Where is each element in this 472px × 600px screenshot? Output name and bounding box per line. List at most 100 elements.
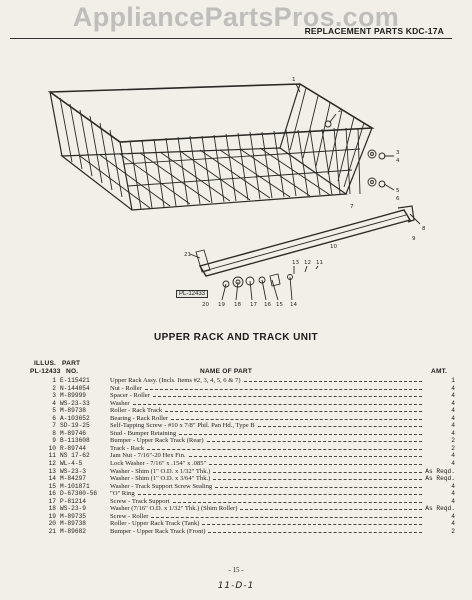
callout-21: 21 <box>184 252 191 258</box>
table-row: 14 M-84297 Washer - Shim (1" O.D. x 3/64" … <box>40 475 455 483</box>
part-amount: 4 <box>451 512 455 520</box>
part-amount: 2 <box>451 437 455 445</box>
part-name-cell: Bumper - Upper Rack Track (Front) <box>110 528 425 536</box>
part-name: Upper Rack Assy. (Incls. Items #2, 3, 4,… <box>110 377 241 384</box>
leader-dashes <box>179 433 422 435</box>
table-row: 12 WL-4-5 Lock Washer - 7/16" x .154" x .0… <box>40 460 455 468</box>
illus-number: 12 <box>48 460 56 468</box>
illus-number: 21 <box>48 527 56 535</box>
leader-dashes <box>165 411 422 413</box>
part-number: M-89682 <box>60 527 86 535</box>
part-name-cell: Upper Rack Assy. (Incls. Items #2, 3, 4,… <box>110 377 425 385</box>
illustration-reference: PL-12433 <box>176 290 209 298</box>
part-name: Roller - Upper Rack Track (Tank) <box>110 520 200 528</box>
watermark: AppliancePartsPros.com <box>72 2 400 32</box>
part-amount: As Reqd. <box>425 467 455 475</box>
part-number: M-101871 <box>60 482 90 490</box>
part-amount: 4 <box>451 482 455 490</box>
page-header: REPLACEMENT PARTS KDC-17A <box>304 26 444 36</box>
part-name-cell: Screw - Track Support <box>110 498 425 506</box>
part-amount: 4 <box>451 399 455 407</box>
illus-number: 4 <box>52 399 56 407</box>
part-name-cell: "O" Ring <box>110 490 425 498</box>
part-name-cell: Lock Washer - 7/16" x .154" x .085" <box>110 460 425 468</box>
callout-20: 20 <box>202 302 209 308</box>
part-name-cell: Washer <box>110 400 425 408</box>
part-amount: 4 <box>451 407 455 415</box>
page-number: - 15 - <box>228 566 244 574</box>
part-name: Nut - Roller <box>110 384 142 392</box>
leader-dashes <box>215 486 422 488</box>
part-number: M-84297 <box>60 475 86 483</box>
leader-dashes <box>209 464 422 466</box>
part-name: Washer - Shim (1" O.D. x 3/64" Thk.) <box>110 475 211 483</box>
illus-number: 2 <box>52 384 56 392</box>
col-illus-bottom: PL-12433 <box>30 368 61 375</box>
part-name: "O" Ring <box>110 490 135 498</box>
illus-number: 13 <box>48 467 56 475</box>
part-name: Lock Washer - 7/16" x .154" x .085" <box>110 460 207 468</box>
part-name: Track - Rack <box>110 444 145 452</box>
callout-1: 1 <box>292 77 296 83</box>
callout-9: 9 <box>412 236 416 242</box>
part-number: D-67300-56 <box>60 490 98 498</box>
leader-dashes <box>257 426 422 428</box>
part-amount: 4 <box>451 392 455 400</box>
part-name-cell: Track - Rack <box>110 445 425 453</box>
part-name-cell: Screw - Roller <box>110 513 425 521</box>
part-name-cell: Washer - Track Support Screw Sealing <box>110 483 425 491</box>
leader-dashes <box>213 479 422 481</box>
callout-19: 19 <box>218 302 225 308</box>
part-amount: As Reqd. <box>425 475 455 483</box>
upper-rack-illustration: 1 2 3 4 5 6 7 8 9 10 11 12 13 14 15 16 1… <box>47 77 426 308</box>
leader-dashes <box>152 396 422 398</box>
leader-dashes <box>208 531 422 533</box>
part-number: N-144054 <box>60 384 90 392</box>
leader-dashes <box>147 448 422 450</box>
illus-number: 8 <box>52 429 56 437</box>
part-name: Washer (7/16" O.D. x 1/32" Thk.) (Shim R… <box>110 505 238 513</box>
part-name: Screw - Roller <box>110 512 149 520</box>
callout-13: 13 <box>292 260 299 266</box>
part-name: Bumper - Upper Rack Track (Front) <box>110 527 206 535</box>
part-name-cell: Bumper - Upper Rack Track (Rear) <box>110 437 425 445</box>
part-number: E-115421 <box>60 377 90 384</box>
part-number: WL-4-5 <box>60 460 83 468</box>
part-amount: 2 <box>451 444 455 452</box>
part-name-cell: Washer (7/16" O.D. x 1/32" Thk.) (Shim R… <box>110 505 425 513</box>
callout-7: 7 <box>350 204 354 210</box>
part-number: B-113608 <box>60 437 90 445</box>
leader-dashes <box>144 388 422 390</box>
part-name-cell: Roller - Rack Track <box>110 407 425 415</box>
part-amount: 4 <box>451 422 455 430</box>
illus-number: 9 <box>52 437 56 445</box>
table-row: 9 B-113608 Bumper - Upper Rack Track (Rear… <box>40 437 455 445</box>
illus-number: 14 <box>48 475 56 483</box>
part-amount: 1 <box>451 377 455 384</box>
callout-14: 14 <box>290 302 297 308</box>
illus-number: 19 <box>48 512 56 520</box>
table-row: 1 E-115421 Upper Rack Assy. (Incls. Items … <box>40 377 455 385</box>
illus-number: 1 <box>52 377 56 384</box>
leader-dashes <box>243 381 422 382</box>
part-amount: 4 <box>451 414 455 422</box>
callout-5: 5 <box>396 188 400 194</box>
part-name: Jam Nut - 7/16"-20 Hex Fin. <box>110 452 186 460</box>
part-name-cell: Nut - Roller <box>110 385 425 393</box>
callout-15: 15 <box>276 302 283 308</box>
part-number: WS-23-33 <box>60 399 90 407</box>
part-amount: 4 <box>451 460 455 468</box>
part-name-cell: Self-Tapping Screw - #10 x 7/8" Phil. Pa… <box>110 422 425 430</box>
part-name-cell: Jam Nut - 7/16"-20 Hex Fin. <box>110 452 425 460</box>
col-name-header: NAME OF PART <box>200 368 253 375</box>
callout-11: 11 <box>316 260 323 266</box>
part-name-cell: Spacer - Roller <box>110 392 425 400</box>
